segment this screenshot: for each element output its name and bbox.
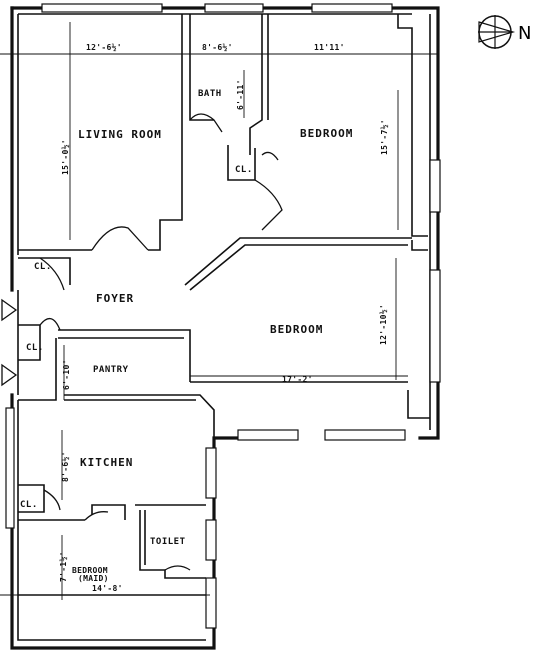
room-label-bedroom-2: BEDROOM <box>270 323 323 336</box>
room-label-foyer: FOYER <box>96 292 134 305</box>
room-label-bedroom-1: BEDROOM <box>300 127 353 140</box>
dim-bedroom1-length: 15'-7½' <box>379 119 389 155</box>
room-label-closet-kitchen: CL. <box>20 500 38 510</box>
dim-bath-width: 8'-6½' <box>202 42 233 52</box>
room-labels: LIVING ROOM BATH BEDROOM CL. FOYER BEDRO… <box>20 89 353 583</box>
compass-label: N <box>518 23 531 44</box>
dim-bedroom2-length: 12'-10½' <box>378 304 388 345</box>
dimension-lines <box>0 22 438 600</box>
dim-pantry-length: 6'-10' <box>62 359 71 390</box>
room-label-maid-sub: (MAID) <box>78 574 109 583</box>
dim-maid-length: 7'-1½' <box>58 551 68 582</box>
room-label-toilet: TOILET <box>150 537 186 547</box>
dim-bedroom1-width: 11'11' <box>314 43 345 52</box>
north-compass: N <box>478 15 531 49</box>
windows <box>5 3 441 629</box>
dim-living-length: 15'-0½' <box>60 139 70 175</box>
dimension-labels: 12'-6½' 8'-6½' 11'11' 15'-0½' 6'-11' 15'… <box>58 42 389 593</box>
dim-living-width: 12'-6½' <box>86 42 122 52</box>
dim-kitchen-length: 8'-6½' <box>60 451 70 482</box>
room-label-closet-entry: CL. <box>26 343 44 353</box>
room-label-kitchen: KITCHEN <box>80 456 133 469</box>
exterior-walls <box>10 6 440 650</box>
room-label-closet-bedroom: CL. <box>235 165 253 175</box>
room-label-pantry: PANTRY <box>93 365 129 375</box>
dim-bath-length: 6'-11' <box>236 79 245 110</box>
room-label-bath: BATH <box>198 89 222 99</box>
dim-maid-width: 14'-8' <box>92 584 123 593</box>
room-label-closet-living: CL. <box>34 262 52 272</box>
room-label-living-room: LIVING ROOM <box>78 128 162 141</box>
door-swings <box>1 113 283 571</box>
dim-bedroom2-width: 17'-2' <box>282 375 313 384</box>
room-label-maid-bedroom: BEDROOM <box>72 566 108 575</box>
